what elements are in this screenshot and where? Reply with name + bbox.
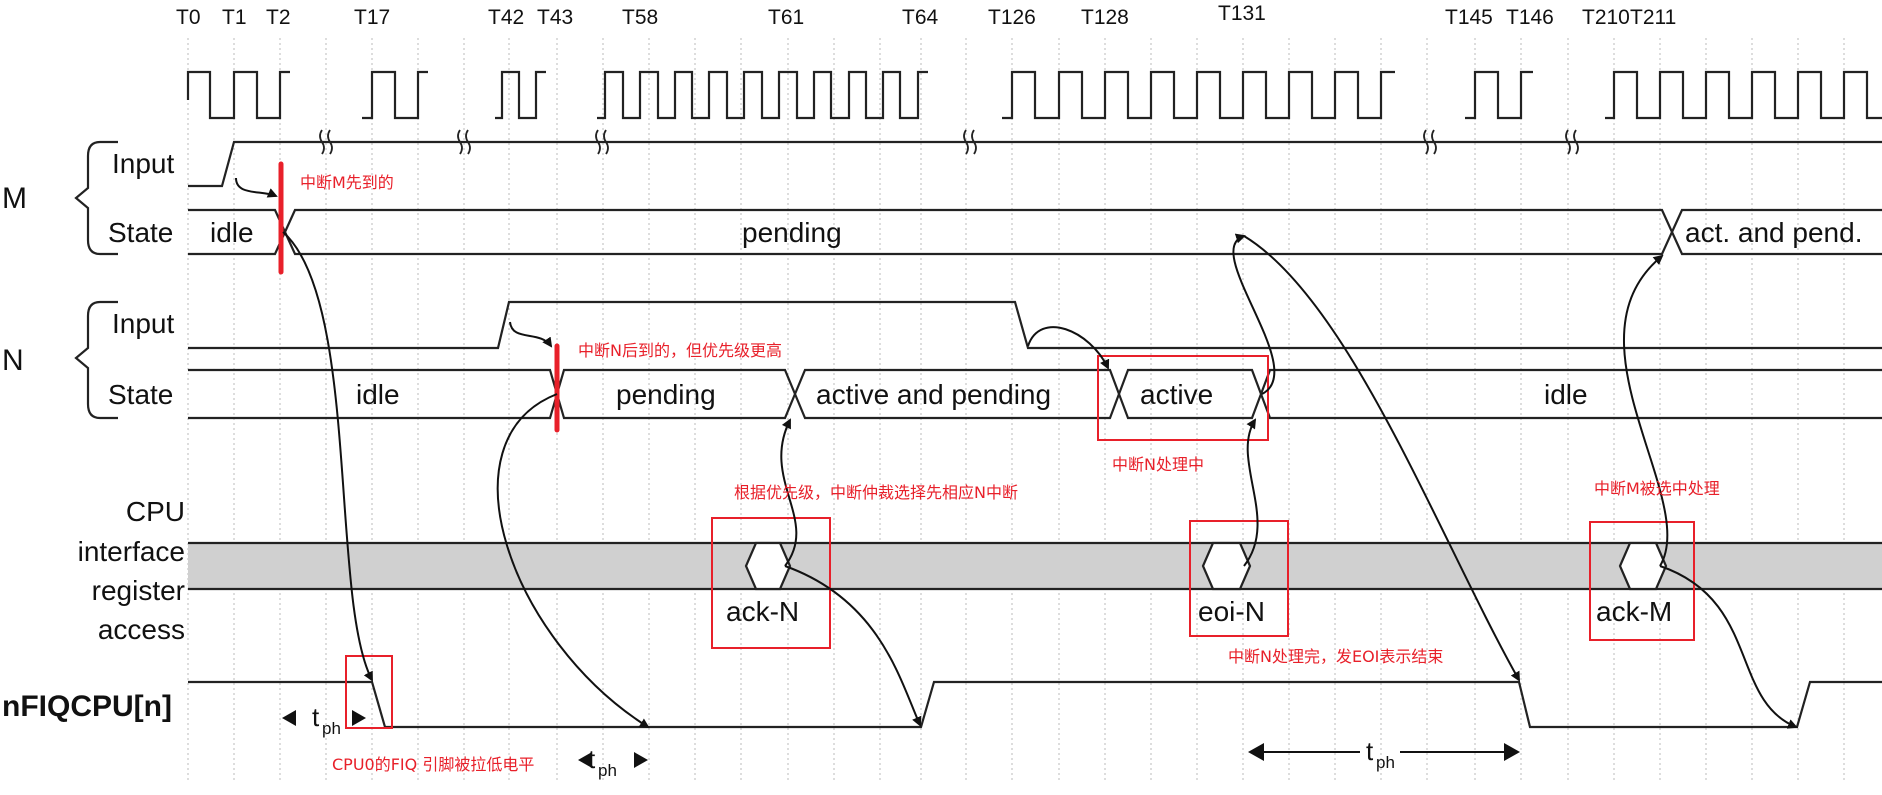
tick-label: T61 bbox=[768, 6, 804, 29]
n-state-idle: idle bbox=[356, 379, 400, 410]
annotation-m-selected: 中断M被选中处理 bbox=[1594, 479, 1720, 498]
group-label-n: N bbox=[2, 344, 24, 377]
n-state-active: active bbox=[1140, 379, 1213, 410]
cpu-label-line: register bbox=[92, 575, 185, 606]
brace-n-icon bbox=[74, 300, 118, 420]
fiq-low-highlight bbox=[345, 655, 393, 729]
cpu-access-eoi-n: eoi-N bbox=[1198, 596, 1265, 627]
tick-label: T2 bbox=[266, 6, 291, 29]
eoi-n-highlight bbox=[1189, 520, 1289, 637]
tick-label: T17 bbox=[354, 6, 390, 29]
tick-label: T211 bbox=[1630, 6, 1676, 29]
svg-text:t: t bbox=[312, 702, 320, 732]
m-state-waveform bbox=[188, 208, 1882, 256]
m-input-label: Input bbox=[112, 148, 174, 179]
annotation-arbitration: 根据优先级，中断仲裁选择先相应N中断 bbox=[734, 483, 1018, 502]
tick-label: T64 bbox=[902, 6, 939, 29]
tick-label: T0 bbox=[176, 6, 201, 29]
cpu-interface-band bbox=[188, 541, 1882, 591]
tick-label: T42 bbox=[488, 6, 524, 29]
causal-arrows bbox=[235, 177, 1798, 729]
n-state-pending: pending bbox=[616, 379, 716, 410]
nfiq-waveform bbox=[188, 680, 1882, 729]
tick-label: T146 bbox=[1506, 6, 1554, 29]
tick-label: T43 bbox=[537, 6, 573, 29]
annotation-n-done-eoi: 中断N处理完，发EOI表示结束 bbox=[1228, 647, 1443, 666]
annotation-m-first: 中断M先到的 bbox=[300, 173, 394, 192]
n-state-active-and-pending: active and pending bbox=[816, 379, 1051, 410]
annotation-n-processing: 中断N处理中 bbox=[1112, 455, 1204, 474]
annotation-n-later-higher: 中断N后到的，但优先级更高 bbox=[578, 341, 782, 360]
n-input-label: Input bbox=[112, 308, 174, 339]
n-active-highlight bbox=[1097, 355, 1269, 441]
tph-marker-1: t ph bbox=[282, 702, 366, 738]
svg-text:t: t bbox=[588, 744, 596, 774]
tick-label: T58 bbox=[622, 6, 658, 29]
tph-marker-3: t ph bbox=[1248, 736, 1520, 772]
m-state-act-and-pend: act. and pend. bbox=[1685, 217, 1862, 248]
cpu-label-line: interface bbox=[78, 536, 185, 567]
svg-text:ph: ph bbox=[1376, 753, 1395, 772]
svg-text:t: t bbox=[1366, 736, 1374, 766]
cpu-access-ack-n: ack-N bbox=[726, 596, 799, 627]
svg-text:ph: ph bbox=[598, 761, 617, 780]
tick-label: T131 bbox=[1218, 2, 1266, 25]
tick-label: T210 bbox=[1582, 6, 1630, 29]
break-marks bbox=[319, 129, 1579, 155]
svg-text:ph: ph bbox=[322, 719, 341, 738]
ack-n-highlight bbox=[711, 517, 831, 649]
m-input-waveform bbox=[188, 140, 1882, 188]
tph-marker-2: t ph bbox=[578, 744, 648, 780]
group-label-m: M bbox=[2, 182, 27, 215]
clock-waveform bbox=[186, 70, 1882, 120]
cpu-label-line: access bbox=[98, 614, 185, 645]
tick-label: T1 bbox=[222, 6, 247, 29]
ack-m-highlight bbox=[1589, 521, 1695, 641]
tick-label: T145 bbox=[1445, 6, 1493, 29]
nfiq-label: nFIQCPU[n] bbox=[2, 690, 172, 723]
brace-m-icon bbox=[74, 140, 118, 256]
n-input-waveform bbox=[188, 300, 1882, 350]
tick-label: T128 bbox=[1081, 6, 1129, 29]
m-state-label: State bbox=[108, 217, 173, 248]
n-state-idle-2: idle bbox=[1544, 379, 1588, 410]
m-state-pending: pending bbox=[742, 217, 842, 248]
n-state-label: State bbox=[108, 379, 173, 410]
annotation-fiq-low: CPU0的FIQ 引脚被拉低电平 bbox=[332, 755, 534, 774]
cpu-access-ack-m: ack-M bbox=[1596, 596, 1672, 627]
m-state-idle: idle bbox=[210, 217, 254, 248]
cpu-label-line: CPU bbox=[126, 496, 185, 527]
tick-label: T126 bbox=[988, 6, 1036, 29]
clock-tick-labels: T0 T1 T2 T17 T42 T43 T58 T61 T64 T126 T1… bbox=[176, 2, 1676, 29]
